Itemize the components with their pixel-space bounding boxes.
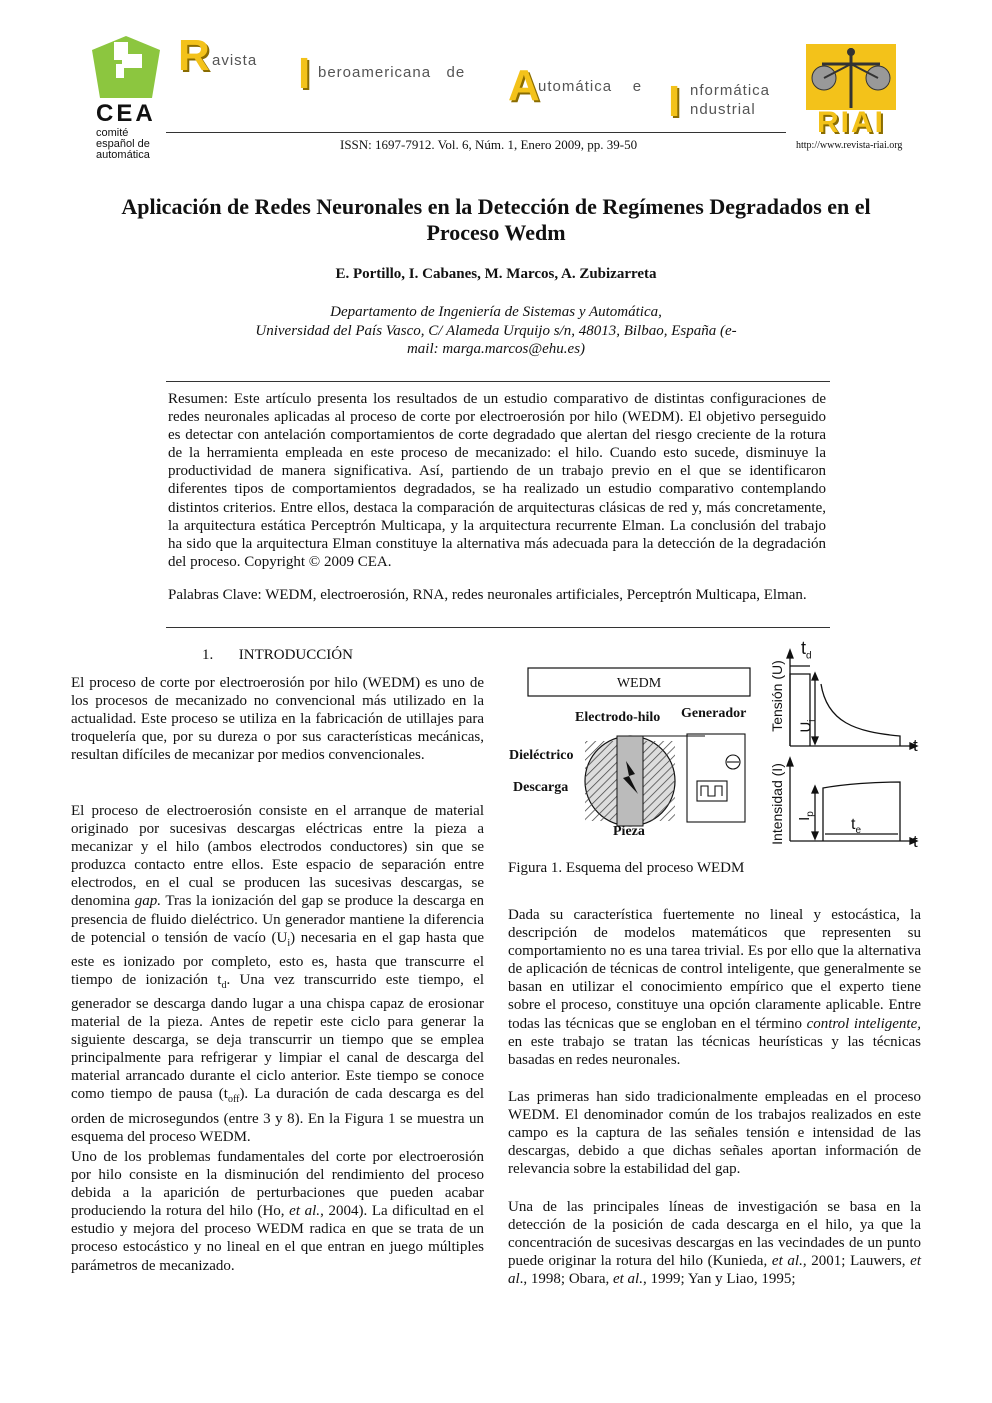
fig-label-te: te: [851, 816, 861, 836]
journal-letter-r: R: [178, 31, 210, 80]
right-paragraph-2: Las primeras han sido tradicionalmente e…: [508, 1089, 921, 1178]
r1-text-a: Dada su característica fuertemente no li…: [508, 907, 921, 1032]
journal-letter-i2: I: [668, 77, 681, 126]
td-t: t: [801, 638, 807, 658]
figure-1: WEDM Electrodo-hilo Generador Dieléctric…: [505, 636, 925, 866]
p2-sub-off: off: [227, 1094, 240, 1106]
r1-text-b: en este trabajo se tratan las técnicas h…: [508, 1033, 921, 1068]
journal-word-automatica: utomática e: [538, 78, 643, 95]
te-sub: e: [855, 825, 862, 837]
p2-text-b: Tras la ionización del gap se produce la…: [71, 893, 484, 946]
fig-label-pieza: Pieza: [613, 824, 645, 839]
journal-url: http://www.revista-riai.org: [796, 140, 903, 151]
p2-text-c: ) necesaria en el gap hasta que este es …: [71, 929, 484, 988]
cea-logo-mark: [92, 36, 160, 98]
right-paragraph-1: Dada su característica fuertemente no li…: [508, 906, 921, 1069]
issn-line: ISSN: 1697-7912. Vol. 6, Núm. 1, Enero 2…: [340, 137, 638, 152]
r3-text-b: , 2001; Lauwers,: [802, 1253, 911, 1270]
fig-label-td: td: [801, 638, 812, 662]
affiliation-line-3: mail: marga.marcos@ehu.es): [406, 341, 586, 357]
p2-text-a: El proceso de electroerosión consiste en…: [71, 803, 484, 910]
wedm-box: [527, 667, 751, 697]
r3-etal-2: et al: [508, 1253, 921, 1288]
journal-word-informatica: nformática: [690, 82, 771, 99]
intensity-plot: [786, 756, 919, 845]
journal-letter-a: A: [508, 61, 540, 110]
fig-label-ip: Ip: [796, 811, 816, 821]
authors: E. Portillo, I. Cabanes, M. Marcos, A. Z…: [335, 266, 657, 282]
ip-i: I: [795, 816, 813, 821]
r3-text-a: Una de las principales líneas de investi…: [508, 1199, 921, 1270]
affiliation: Departamento de Ingeniería de Sistemas y…: [40, 303, 952, 359]
ui-sub: i: [806, 719, 818, 722]
fig-label-descarga: Descarga: [513, 780, 569, 795]
affiliation-line-2: Universidad del País Vasco, C/ Alameda U…: [255, 322, 737, 339]
title-line-1: Aplicación de Redes Neuronales en la Det…: [121, 194, 871, 219]
fig-label-dielectrico: Dieléctrico: [509, 748, 574, 763]
section-number: 1.: [202, 647, 214, 663]
p3-text-b: , 2004). La dificultad en el estudio y m…: [71, 1203, 485, 1274]
r3-text-d: , 1999; Yan y Liao, 1995;: [642, 1271, 796, 1288]
figure-1-caption: Figura 1. Esquema del proceso WEDM: [508, 860, 745, 876]
r3-etal-1: et al.: [771, 1253, 803, 1270]
riai-emblem: [806, 44, 896, 110]
right-paragraph-3: Una de las principales líneas de investi…: [508, 1198, 921, 1288]
fig-label-ui: Ui: [798, 719, 818, 732]
ip-sub: p: [804, 811, 816, 817]
r1-em: control inteligente,: [806, 1015, 921, 1032]
riai-wordmark: RIAI: [817, 106, 885, 139]
r3-text-c: ., 1998; Obara,: [519, 1271, 613, 1288]
fig-label-wedm: WEDM: [616, 676, 662, 691]
tension-plot: [786, 648, 919, 750]
cea-line-2: español de: [96, 138, 150, 150]
journal-word-revista: avista: [212, 52, 258, 69]
cea-line-1: comité: [96, 127, 129, 139]
p2-sub-d: d: [221, 979, 227, 991]
fig-label-t1: t: [913, 736, 918, 755]
riai-logo: RIAI: [806, 44, 896, 140]
p3-etal: et al.: [289, 1203, 321, 1220]
te-t: t: [851, 816, 856, 833]
header-rule: [166, 132, 786, 133]
p2-text-e: ). La duración de cada descarga es del o…: [71, 1086, 484, 1145]
fig-label-generador: Generador: [681, 706, 747, 721]
generator-circuit: [686, 733, 746, 823]
keywords: Palabras Clave: WEDM, electroerosión, RN…: [168, 587, 807, 603]
td-sub: d: [806, 650, 812, 662]
section-heading: 1. INTRODUCCIÓN: [202, 647, 353, 664]
p2-gap-term: gap.: [134, 893, 161, 910]
intro-paragraph-2: El proceso de electroerosión consiste en…: [71, 802, 484, 1146]
intro-paragraph-1: El proceso de corte por electroerosión p…: [71, 675, 484, 764]
intro-paragraph-3: Uno de los problemas fundamentales del c…: [71, 1148, 484, 1275]
gap-circle-diagram: [584, 735, 705, 827]
journal-letter-i1: I: [298, 49, 311, 98]
fig-label-electrodo: Electrodo-hilo: [575, 710, 661, 725]
p2-sub-i: i: [287, 937, 291, 949]
p2-text-d: . Una vez transcurrido este tiempo, el g…: [71, 971, 484, 1103]
section-title: INTRODUCCIÓN: [238, 647, 353, 663]
abstract: Resumen: Este artículo presenta los resu…: [168, 391, 826, 570]
journal-word-industrial: ndustrial: [690, 101, 756, 118]
fig-axis-tension: Tensión (U): [769, 660, 785, 732]
cea-logo: CEA comité español de automática: [84, 36, 164, 164]
r3-etal-3: et al.: [612, 1271, 643, 1288]
ui-u: U: [797, 721, 815, 733]
abstract-bottom-rule: [166, 627, 830, 628]
journal-word-iberoamericana: beroamericana de: [318, 64, 466, 81]
wedm-schematic: [527, 648, 919, 845]
p3-text-a: Uno de los problemas fundamentales del c…: [71, 1149, 484, 1220]
cea-brand: CEA: [96, 100, 156, 127]
fig-axis-intensidad: Intensidad (I): [769, 763, 785, 845]
title-line-2: Proceso Wedm: [426, 220, 566, 245]
cea-line-3: automática: [96, 149, 150, 161]
affiliation-line-1: Departamento de Ingeniería de Sistemas y…: [330, 304, 662, 320]
abstract-top-rule: [166, 381, 830, 382]
fig-label-t2: t: [913, 832, 918, 851]
article-title: Aplicación de Redes Neuronales en la Det…: [40, 194, 952, 246]
